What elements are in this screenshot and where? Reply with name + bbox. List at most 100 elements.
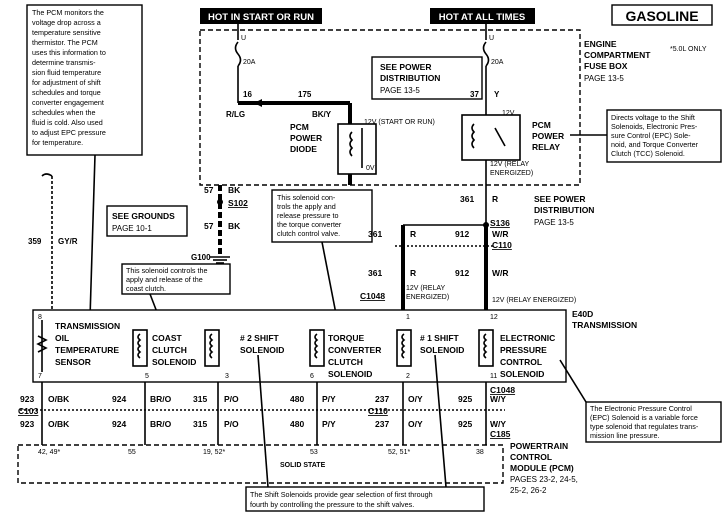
svg-text:O/BK: O/BK: [48, 419, 70, 429]
gasoline-box: [611, 4, 713, 26]
see-grounds-line-1: SEE GROUNDS: [112, 211, 175, 221]
connector-c110-bottom: C110: [368, 406, 388, 416]
see-power-right-2: DISTRIBUTION: [534, 205, 594, 215]
bottom-wires: [41, 382, 487, 445]
svg-text:DIODE: DIODE: [290, 144, 317, 154]
svg-text:0V: 0V: [366, 165, 375, 172]
epc-note: [585, 401, 722, 443]
svg-text:PCM: PCM: [532, 120, 551, 130]
gasoline-label: GASOLINE: [625, 8, 698, 24]
wire-175-circuit: 175: [298, 90, 312, 99]
svg-text:25-2, 26-2: 25-2, 26-2: [510, 486, 547, 495]
wire-175-color: BK/Y: [312, 110, 332, 119]
wire-912-mid-circuit: 912: [455, 268, 469, 278]
svg-text:for adjustment of shift: for adjustment of shift: [32, 78, 101, 87]
hot-in-start-or-run-banner: [200, 8, 322, 24]
pcm-monitors-pointer: [89, 154, 96, 319]
shift1-pointer: [434, 354, 447, 488]
svg-text:38: 38: [476, 449, 484, 456]
svg-text:W/Y: W/Y: [490, 419, 506, 429]
coast-note: [121, 263, 231, 295]
svg-text:923: 923: [20, 394, 34, 404]
hot-in-start-or-run-label: HOT IN START OR RUN: [208, 12, 314, 23]
svg-text:COAST: COAST: [152, 333, 183, 343]
wire-359-end: [41, 173, 53, 177]
svg-text:Clutch (TCC) Solenoid.: Clutch (TCC) Solenoid.: [611, 149, 685, 158]
svg-text:determine transmis-: determine transmis-: [32, 58, 96, 67]
svg-text:type solenoid that regulates t: type solenoid that regulates trans-: [590, 422, 699, 431]
shift-solenoid-2: # 2 SHIFT SOLENOID: [204, 329, 284, 367]
connector-c110-top: C110: [492, 240, 512, 250]
svg-text:U: U: [241, 35, 246, 42]
see-grounds-line-2: PAGE 10-1: [112, 224, 152, 233]
pcm-pins: 42, 49* 55 19, 52* 53 52, 51* 38: [38, 449, 484, 456]
shift-solenoid-1: # 1 SHIFT SOLENOID: [396, 329, 464, 367]
svg-text:924: 924: [112, 419, 126, 429]
svg-text:20A: 20A: [491, 59, 504, 66]
tcc-solenoid: TORQUE CONVERTER CLUTCH SOLENOID: [309, 329, 381, 379]
svg-text:schedules and torque: schedules and torque: [32, 88, 101, 97]
pcm-power-diode: 12V (START OR RUN) 0V: [337, 103, 435, 185]
svg-text:CLUTCH: CLUTCH: [152, 345, 187, 355]
pcm-outline: [17, 444, 504, 484]
splice-s136: S136: [490, 218, 510, 228]
see-power-right-1: SEE POWER: [534, 194, 585, 204]
ground-g100: G100: [191, 253, 211, 262]
relay-coil: [471, 123, 476, 149]
svg-text:temperature sensitive: temperature sensitive: [32, 28, 101, 37]
wire-359-color: GY/R: [58, 237, 78, 246]
svg-text:The Electronic Pressure Contro: The Electronic Pressure Control: [590, 404, 692, 413]
svg-text:POWERTRAIN: POWERTRAIN: [510, 441, 568, 451]
svg-text:PAGES 23-2, 24-5,: PAGES 23-2, 24-5,: [510, 475, 578, 484]
see-power-line-3: PAGE 13-5: [380, 86, 420, 95]
svg-text:925: 925: [458, 419, 472, 429]
wire-912-color-top: W/R: [492, 229, 509, 239]
svg-text:480: 480: [290, 394, 304, 404]
svg-text:the torque converter: the torque converter: [277, 220, 342, 229]
svg-text:CONTROL: CONTROL: [500, 357, 542, 367]
svg-text:924: 924: [112, 394, 126, 404]
pcm-monitors-text: The PCM monitors the voltage drop across…: [32, 8, 106, 147]
connector-c103: C103: [18, 406, 39, 416]
svg-text:925: 925: [458, 394, 472, 404]
svg-text:for temperature.: for temperature.: [32, 138, 83, 147]
shift-solenoids-note: [245, 486, 485, 512]
wire-57-circuit-bottom: 57: [204, 221, 214, 231]
pcm-power-relay: [461, 114, 521, 161]
svg-text:PAGE 13-5: PAGE 13-5: [584, 74, 624, 83]
svg-text:20A: 20A: [243, 59, 256, 66]
svg-text:apply and release of the: apply and release of the: [126, 275, 203, 284]
svg-text:# 1 SHIFT: # 1 SHIFT: [420, 333, 460, 343]
epc-note-text: The Electronic Pressure Control (EPC) So…: [590, 404, 699, 440]
svg-text:thermistor. The PCM: thermistor. The PCM: [32, 38, 98, 47]
svg-text:P/Y: P/Y: [322, 394, 336, 404]
svg-text:COMPARTMENT: COMPARTMENT: [584, 50, 651, 60]
svg-text:P/O: P/O: [224, 419, 239, 429]
transmission-label-1: E40D: [572, 309, 593, 319]
pcm-power-relay-label: PCM POWER RELAY: [532, 120, 564, 152]
wire-361-mid-color: R: [410, 268, 416, 278]
svg-text:Directs voltage to the Shift: Directs voltage to the Shift: [611, 113, 695, 122]
shift-note-line-1: The Shift Solenoids provide gear selecti…: [250, 490, 433, 499]
svg-text:(EPC) Solenoid is a variable f: (EPC) Solenoid is a variable force: [590, 413, 698, 422]
v12-relay-left-2: ENERGIZED): [406, 294, 449, 301]
svg-text:SENSOR: SENSOR: [55, 357, 91, 367]
svg-text:FUSE BOX: FUSE BOX: [584, 61, 628, 71]
svg-text:TORQUE: TORQUE: [328, 333, 365, 343]
svg-text:MODULE (PCM): MODULE (PCM): [510, 463, 574, 473]
svg-text:SOLENOID: SOLENOID: [328, 369, 372, 379]
coast-clutch-solenoid: COAST CLUTCH SOLENOID: [132, 329, 196, 367]
fuse-box-outline: [199, 29, 581, 186]
shift2-pointer: [257, 354, 269, 488]
fuse-left: U 20A 16 R/LG: [226, 24, 256, 119]
wire-57-color-bottom: BK: [228, 221, 241, 231]
svg-text:315: 315: [193, 419, 207, 429]
svg-text:SOLENOID: SOLENOID: [152, 357, 196, 367]
epc-pointer: [559, 359, 587, 403]
temperature-sensor: TRANSMISSION OIL TEMPERATURE SENSOR: [36, 320, 120, 372]
pin-1: 1: [406, 314, 410, 321]
connector-c1048-bottom: C1048: [490, 385, 515, 395]
relay-energized-2: ENERGIZED): [490, 170, 533, 177]
coast-note-text: This solenoid controls the apply and rel…: [126, 266, 208, 293]
v12-relay-right: 12V (RELAY ENERGIZED): [492, 297, 576, 304]
